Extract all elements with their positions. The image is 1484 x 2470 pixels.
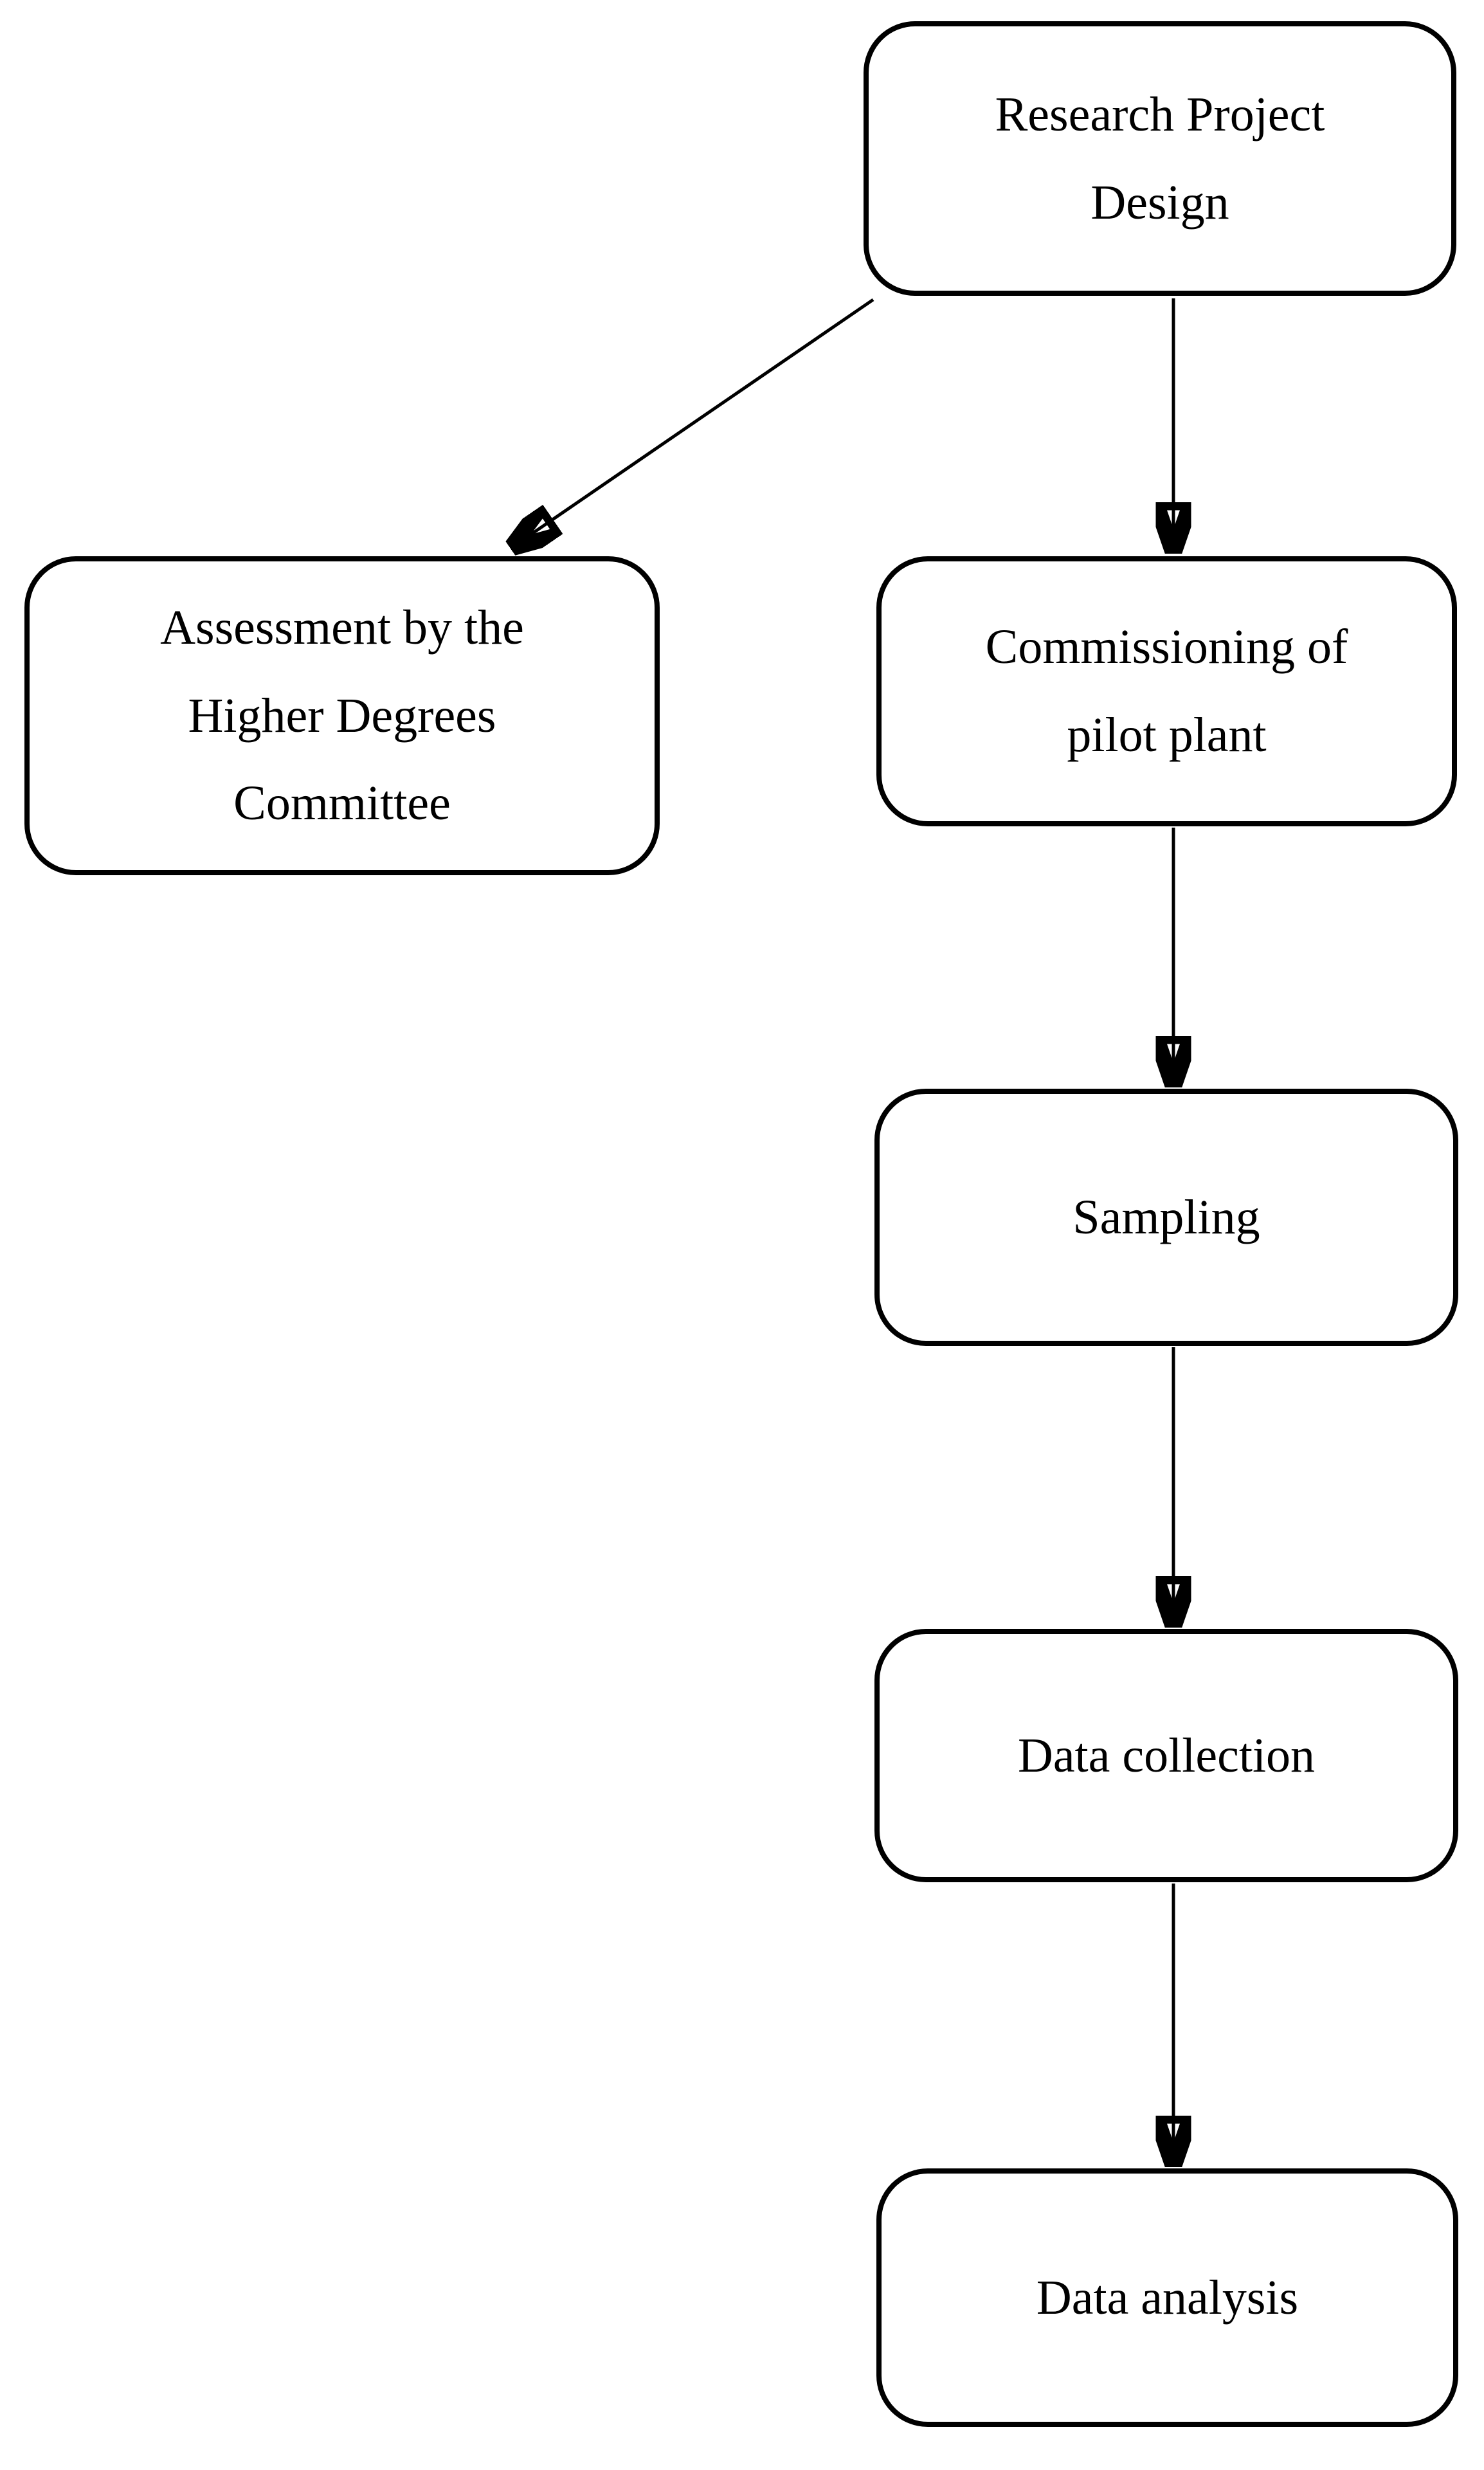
node-label-line: pilot plant bbox=[1067, 708, 1267, 762]
node-label-line: Research Project bbox=[995, 87, 1325, 141]
node-label-line: Sampling bbox=[1072, 1190, 1260, 1244]
node-data-collection: Data collection bbox=[874, 1629, 1458, 1882]
node-label-line: Data analysis bbox=[1036, 2270, 1299, 2325]
node-commissioning-pilot-plant: Commissioning of pilot plant bbox=[876, 556, 1457, 826]
node-sampling: Sampling bbox=[874, 1089, 1458, 1346]
node-data-analysis: Data analysis bbox=[876, 2168, 1458, 2427]
arrow-research-to-assessment bbox=[513, 298, 874, 547]
node-assessment-higher-degrees-committee: Assessment by the Higher Degrees Committ… bbox=[24, 556, 660, 875]
node-label-line: Commissioning of bbox=[985, 620, 1348, 675]
node-research-project-design: Research Project Design bbox=[864, 21, 1456, 296]
node-label-line: Higher Degrees bbox=[188, 688, 496, 743]
node-label-line: Data collection bbox=[1017, 1728, 1316, 1783]
node-label-line: Design bbox=[1090, 175, 1229, 230]
node-label-line: Assessment by the bbox=[160, 600, 524, 655]
node-label-line: Committee bbox=[233, 776, 451, 831]
